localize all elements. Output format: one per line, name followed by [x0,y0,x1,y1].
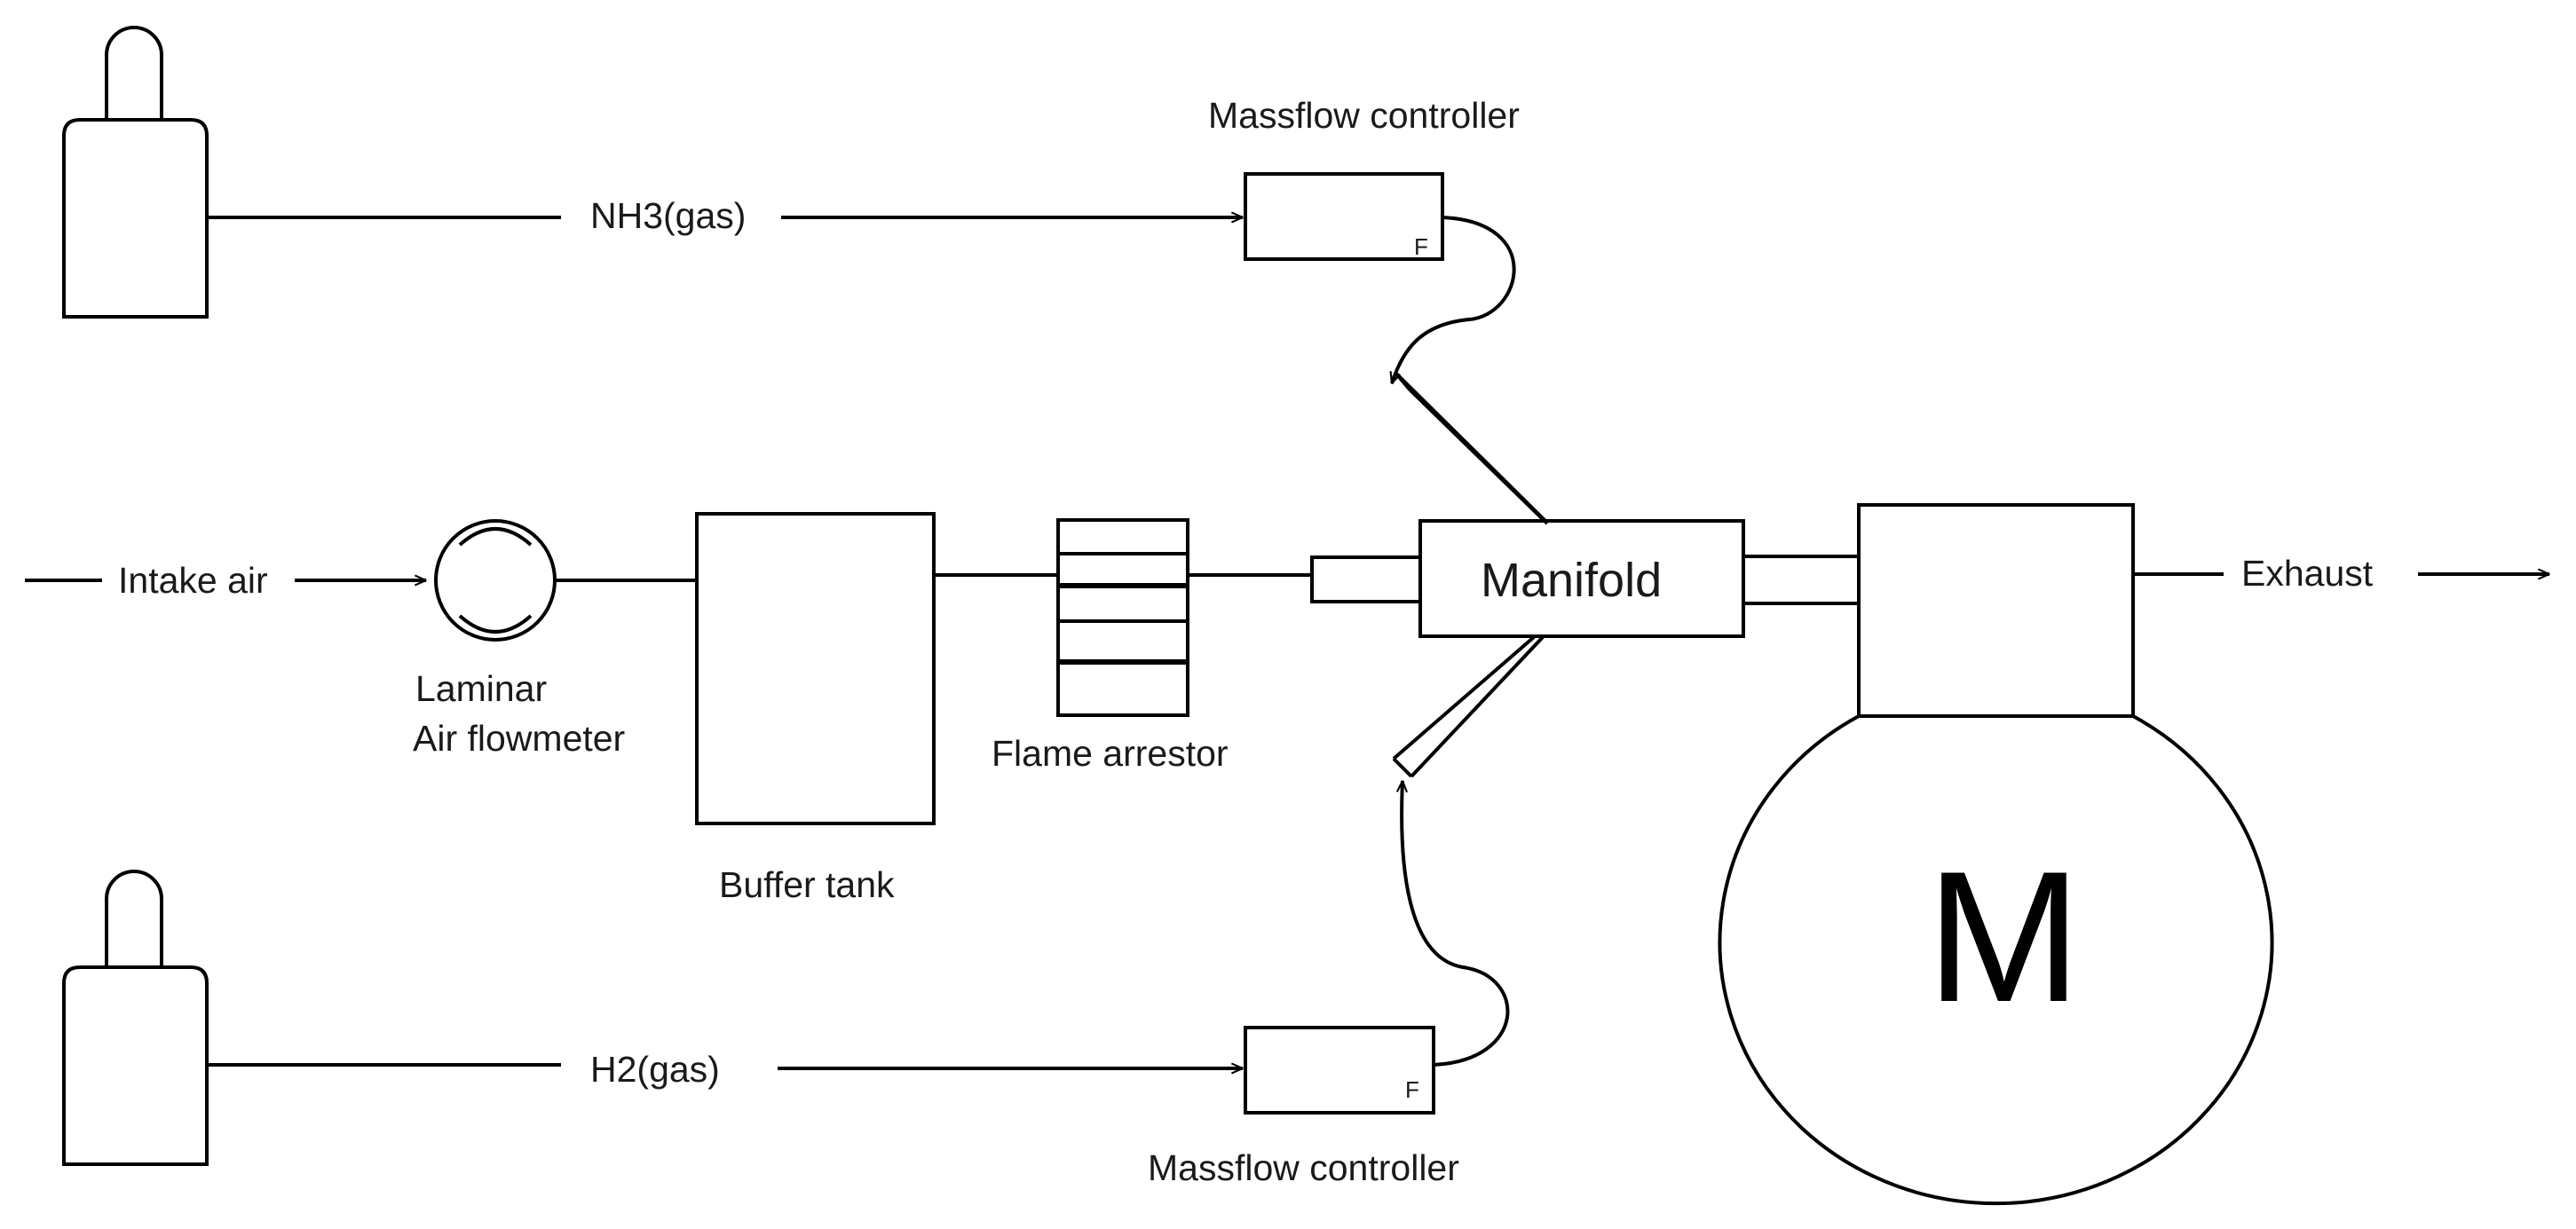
buffer-tank: Buffer tank [695,512,936,905]
motor-label: M [1926,832,2082,1041]
intake-air-label: Intake air [118,560,268,601]
h2-line: H2(gas) [207,1049,1243,1090]
upper-inlet-pipe [1394,371,1549,525]
mfc-bottom: F Massflow controller [1148,1026,1459,1188]
mfc-top: F Massflow controller [1208,95,1520,261]
nh3-line: NH3(gas) [207,195,1243,236]
manifold-label: Manifold [1481,554,1662,607]
motor: M [1718,714,2274,1206]
h2-label: H2(gas) [590,1049,720,1090]
nh3-cylinder [62,26,209,319]
lower-inlet-pipe [1392,635,1545,778]
intake-air-line: Intake air [25,560,426,601]
mfc-top-flag: F [1414,233,1428,260]
mfc-bottom-label: Massflow controller [1148,1147,1459,1188]
engine-head [1857,503,2135,718]
h2-cylinder [62,870,209,1166]
nh3-label: NH3(gas) [590,195,746,236]
flowmeter-label-line2: Air flowmeter [413,718,625,759]
manifold: Manifold [1418,519,1745,638]
flame-arrestor: Flame arrestor [992,518,1229,774]
mfc-bottom-flag: F [1405,1076,1419,1103]
exhaust-label: Exhaust [2241,553,2374,594]
flowmeter-label-line1: Laminar [415,668,547,709]
exhaust-line: Exhaust [2133,553,2549,594]
flame-arrestor-label: Flame arrestor [992,733,1229,774]
manifold-runner [1743,555,1859,605]
nh3-curve-connector [1392,216,1516,383]
buffer-tank-label: Buffer tank [719,864,895,905]
laminar-air-flowmeter: Laminar Air flowmeter [413,519,625,759]
h2-curve-connector [1402,781,1510,1067]
manifold-inlet-stub [1310,555,1422,603]
mfc-top-label: Massflow controller [1208,95,1520,136]
